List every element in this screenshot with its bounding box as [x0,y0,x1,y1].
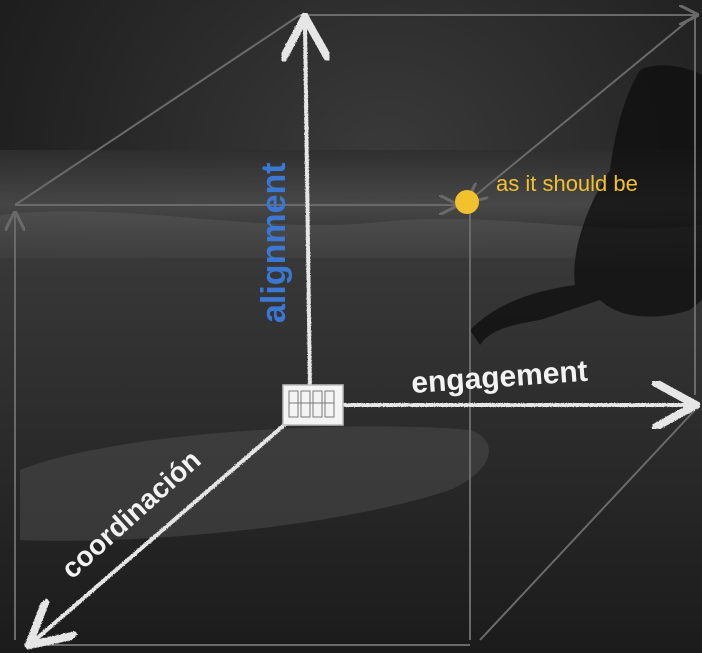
origin-logo [282,384,344,426]
alignment-label: alignment [255,162,293,323]
cube-edges [14,14,696,646]
cube-edge-bottom-right [479,409,696,641]
main-axes [35,25,688,640]
target-point-label: as it should be [496,171,638,196]
coordinacion-axis [35,418,292,640]
alignment-axis [305,25,310,393]
target-point [455,190,479,214]
cube-edge-top-left [14,14,301,206]
cube-edge-top-right [470,14,696,200]
